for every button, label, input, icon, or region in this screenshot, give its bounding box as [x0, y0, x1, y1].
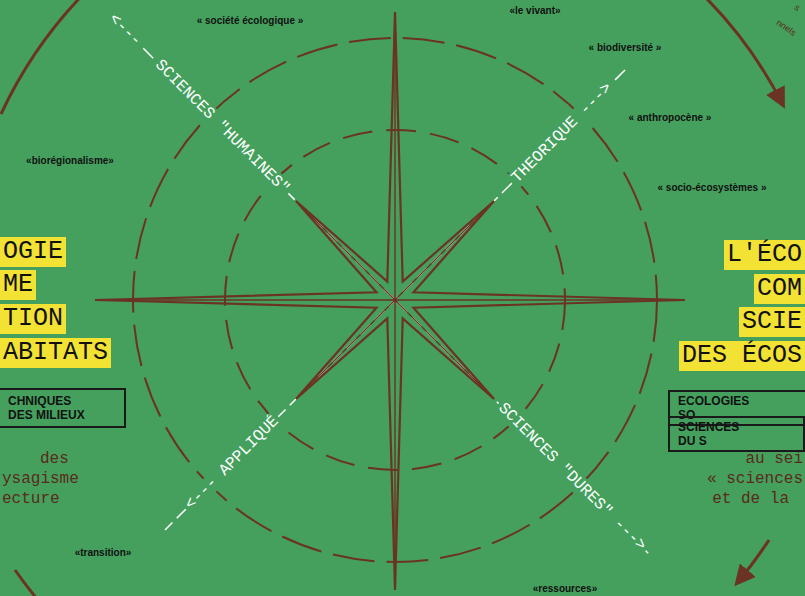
highlighted-title: OGIE: [0, 237, 66, 267]
keyword: «le vivant»: [507, 4, 562, 17]
description-text: ysagisme: [2, 470, 79, 488]
keyword: « socio-écosystèmes »: [656, 181, 769, 194]
box-text: SCIENCES DU S: [678, 420, 743, 448]
boxed-heading: SCIENCES DU S: [668, 416, 805, 452]
compass-star: [95, 12, 685, 590]
description-text: des: [40, 450, 69, 468]
cycle-arrow: [15, 570, 165, 596]
keyword: «biorégionalisme»: [24, 154, 116, 167]
highlighted-title: TION: [0, 304, 66, 334]
axis-arrow: <---: [103, 8, 147, 52]
cycle-arrow: [737, 540, 769, 583]
axis-label: SCIENCES "HUMAINES": [149, 54, 295, 200]
highlighted-title: SCIE: [739, 307, 805, 337]
keyword: «transition»: [73, 546, 134, 559]
keyword: « biodiversité »: [587, 41, 664, 54]
highlighted-title: DES ÉCOS: [679, 341, 805, 371]
description-text: ecture: [2, 490, 60, 508]
highlighted-title: ME: [0, 270, 36, 300]
highlighted-title: ABITATS: [0, 338, 111, 368]
box-text: CHNIQUES DES MILIEUX: [8, 394, 94, 422]
corner-text: nnels: [774, 17, 798, 38]
keyword: « anthropocène »: [627, 111, 714, 124]
corner-text: s: [792, 2, 802, 14]
description-text: au sei: [745, 450, 803, 468]
highlighted-title: L'ÉCO: [724, 240, 805, 270]
boxed-heading: CHNIQUES DES MILIEUX: [0, 388, 126, 428]
axis-label: THEORIQUE --->: [506, 77, 618, 189]
axis-label: <--- APPLIQUÉ: [179, 410, 284, 515]
description-text: et de la: [712, 490, 789, 508]
keyword: « société écologique »: [195, 14, 306, 27]
compass-ridges: [95, 12, 685, 590]
keyword: «ressources»: [531, 582, 600, 595]
highlighted-title: COM: [754, 274, 805, 304]
description-text: « sciences: [707, 470, 803, 488]
